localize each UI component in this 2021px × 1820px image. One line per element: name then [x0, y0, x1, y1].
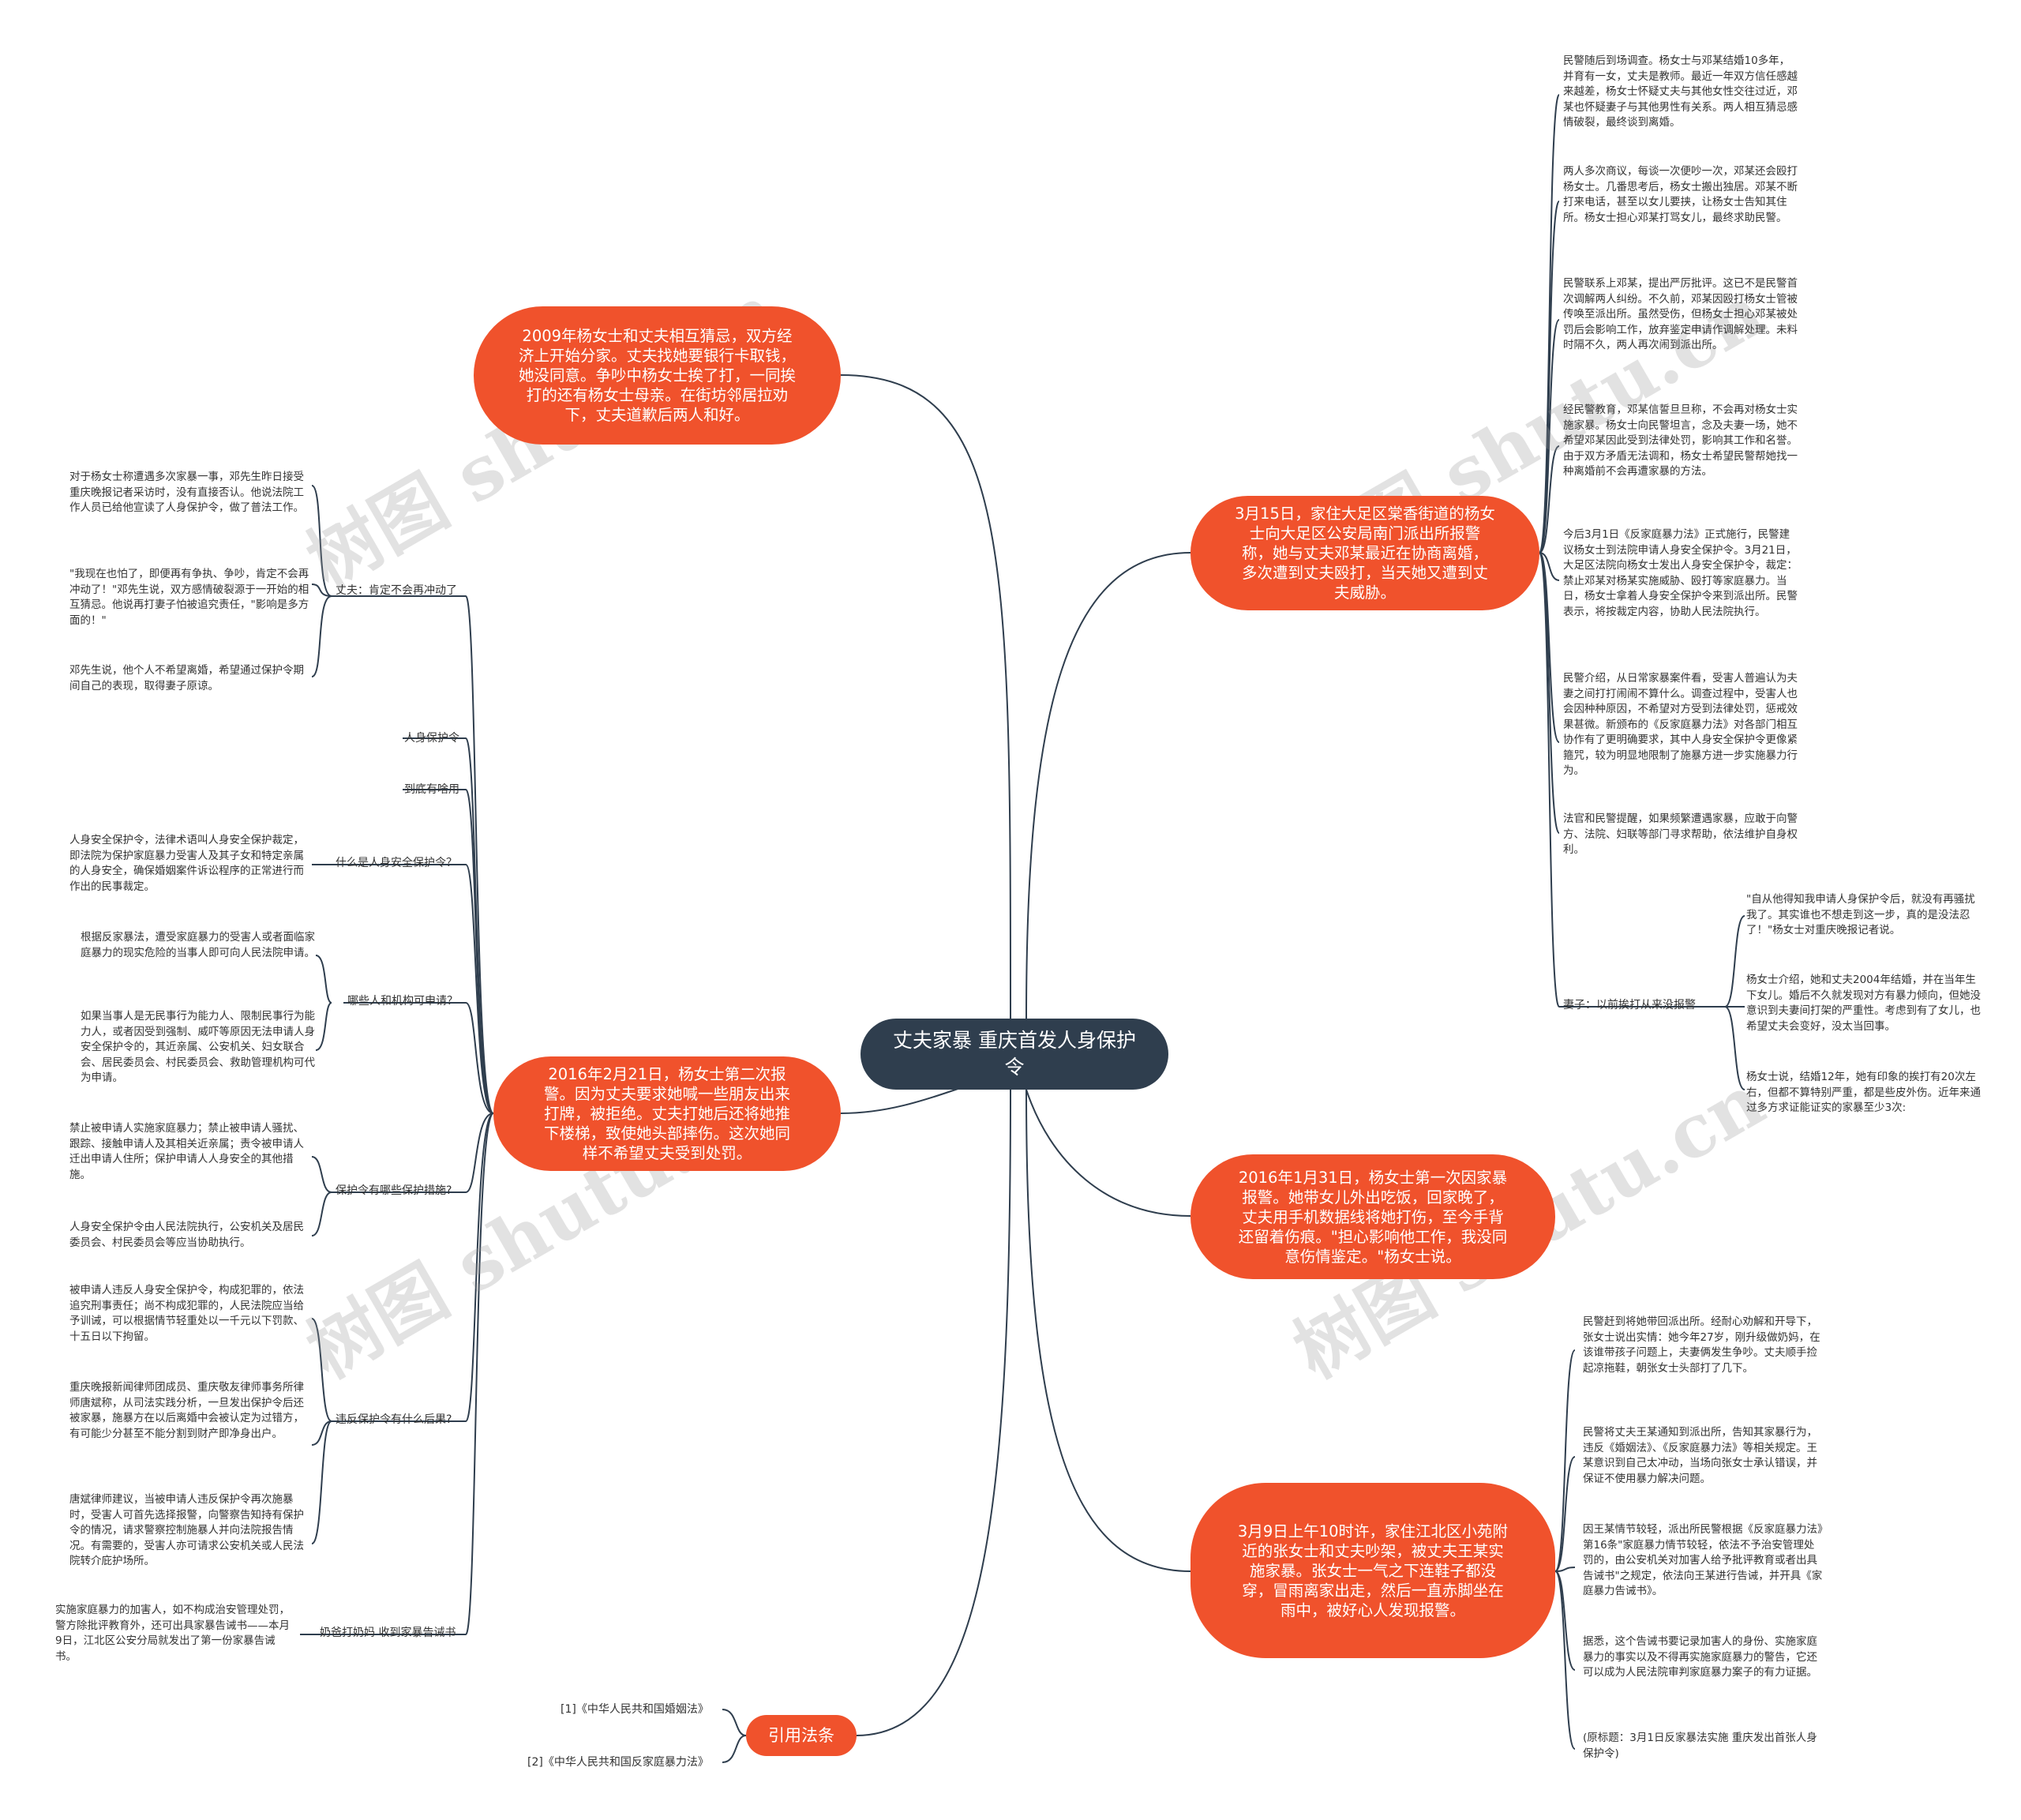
leaf-violate-3: 唐斌律师建议，当被申请人违反保护令再次施暴时，受害人可首先选择报警，向警察告知持… [69, 1493, 304, 1567]
leaf-violate-2: 重庆晚报新闻律师团成员、重庆敬友律师事务所律师唐斌称，从司法实践分析，一旦发出保… [69, 1381, 304, 1440]
leaf-violate-1: 被申请人违反人身安全保护令，构成犯罪的，依法追究刑事责任；尚不构成犯罪的，人民法… [69, 1284, 304, 1343]
sub-label-husband[interactable]: 丈夫：肯定不会再冲动了 [336, 584, 457, 597]
leaf-measure-2: 人身安全保护令由人民法院执行，公安机关及居民委员会、村民委员会等应当协助执行。 [69, 1221, 304, 1249]
leaf-b6-3: 因王某情节较轻，派出所民警根据《反家庭暴力法》第16条"家庭暴力情节较轻，依法不… [1583, 1523, 1823, 1597]
link-b3 [856, 1089, 1011, 1736]
sub-label-protect-order[interactable]: 人身保护令 [404, 732, 459, 745]
branch-node-march15[interactable]: 3月15日，家住大足区棠香街道的杨女士向大足区公安局南门派出所报警称，她与丈夫邓… [1190, 496, 1539, 610]
leaf-b6-5: (原标题：3月1日反家暴法实施 重庆发出首张人身保护令) [1583, 1732, 1817, 1760]
law-item-marriage[interactable]: [1]《中华人民共和国婚姻法》 [561, 1703, 709, 1716]
leaf-husband-3: 邓先生说，他个人不希望离婚，希望通过保护令期间自己的表现，取得妻子原谅。 [69, 664, 304, 692]
leaf-b4-5: 今后3月1日《反家庭暴力法》正式施行，民警建议杨女士到法院申请人身安全保护令。3… [1563, 528, 1798, 618]
leaf-wife-3: 杨女士说，结婚12年，她有印象的挨打有20次左右，但都不算特别严重，都是些皮外伤… [1746, 1071, 1981, 1114]
leaf-who-1: 根据反家暴法，遭受家庭暴力的受害人或者面临家庭暴力的现实危险的当事人即可向人民法… [81, 931, 315, 959]
leaf-b4-3: 民警联系上邓某，提出严厉批评。这已不是民警首次调解两人纠纷。不久前，邓某因殴打杨… [1563, 277, 1798, 351]
sub-label-wife[interactable]: 妻子：以前挨打从来没报警 [1563, 999, 1696, 1011]
leaf-b4-2: 两人多次商议，每谈一次便吵一次，邓某还会殴打杨女士。几番思考后，杨女士搬出独居。… [1563, 165, 1798, 224]
leaf-b6-1: 民警赶到将她带回派出所。经耐心劝解和开导下，张女士说出实情：她今年27岁，刚升级… [1583, 1315, 1820, 1375]
leaf-husband-2: "我现在也怕了，即便再有争执、争吵，肯定不会再冲动了！"邓先生说，双方感情破裂源… [69, 568, 309, 627]
link-b6 [1025, 1089, 1191, 1572]
branch-node-2009[interactable]: 2009年杨女士和丈夫相互猜忌，双方经济上开始分家。丈夫找她要银行卡取钱，她没同… [474, 306, 841, 445]
leaf-measure-1: 禁止被申请人实施家庭暴力；禁止被申请人骚扰、跟踪、接触申请人及其相关近亲属；责令… [69, 1122, 304, 1181]
link-b4 [1025, 552, 1191, 1019]
sub-label-measures[interactable]: 保护令有哪些保护措施? [336, 1184, 452, 1197]
leaf-wife-2: 杨女士介绍，她和丈夫2004年结婚，并在当年生下女儿。婚后不久就发现对方有暴力倾… [1746, 974, 1981, 1033]
link-b1 [840, 374, 1011, 1019]
sub-label-what-is[interactable]: 什么是人身安全保护令？ [336, 857, 457, 869]
branch-node-march9[interactable]: 3月9日上午10时许，家住江北区小苑附近的张女士和丈夫吵架，被丈夫王某实施家暴。… [1190, 1483, 1555, 1658]
leaf-b6-4: 据悉，这个告诫书要记录加害人的身份、实施家庭暴力的事实以及不得再实施家庭暴力的警… [1583, 1635, 1817, 1679]
leaf-b6-2: 民警将丈夫王某通知到派出所，告知其家暴行为，违反《婚姻法》、《反家庭暴力法》等相… [1583, 1426, 1817, 1485]
leaf-what-is: 人身安全保护令，法律术语叫人身安全保护裁定，即法院为保护家庭暴力受害人及其子女和… [69, 834, 304, 893]
leaf-b4-1: 民警随后到场调查。杨女士与邓某结婚10多年，并育有一女，丈夫是教师。最近一年双方… [1563, 54, 1798, 129]
sub-label-warning-letter[interactable]: 奶爸打奶妈 收到家暴告诫书 [320, 1627, 456, 1639]
sub-label-who-apply[interactable]: 哪些人和机构可申请？ [347, 995, 458, 1008]
sub-label-what-use[interactable]: 到底有啥用 [404, 783, 459, 796]
branch-node-second-report[interactable]: 2016年2月21日，杨女士第二次报警。因为丈夫要求她喊一些朋友出来打牌，被拒绝… [493, 1056, 841, 1171]
leaf-b4-6: 民警介绍，从日常家暴案件看，受害人普遍认为夫妻之间打打闹闹不算什么。调查过程中，… [1563, 672, 1798, 777]
law-item-domestic-violence[interactable]: [2]《中华人民共和国反家庭暴力法》 [527, 1756, 709, 1769]
sub-label-violate[interactable]: 违反保护令有什么后果? [336, 1413, 452, 1426]
link-b5 [1025, 1089, 1191, 1217]
leaf-b4-4: 经民警教育，邓某信誓旦旦称，不会再对杨女士实施家暴。杨女士向民警坦言，念及夫妻一… [1563, 403, 1798, 478]
branch-node-law-citations[interactable]: 引用法条 [746, 1715, 857, 1756]
branch-node-first-report[interactable]: 2016年1月31日，杨女士第一次因家暴报警。她带女儿外出吃饭，回家晚了，丈夫用… [1190, 1154, 1555, 1279]
leaf-warning-letter: 实施家庭暴力的加害人，如不构成治安管理处罚，警方除批评教育外，还可出具家暴告诫书… [55, 1604, 290, 1663]
central-topic[interactable]: 丈夫家暴 重庆首发人身保护令 [861, 1019, 1168, 1090]
leaf-b4-7: 法官和民警提醒，如果频繁遭遇家暴，应敢于向警方、法院、妇联等部门寻求帮助，依法维… [1563, 812, 1798, 856]
leaf-husband-1: 对于杨女士称遭遇多次家暴一事，邓先生昨日接受重庆晚报记者采访时，没有直接否认。他… [69, 471, 304, 514]
leaf-who-2: 如果当事人是无民事行为能力人、限制民事行为能力人，或者因受到强制、威吓等原因无法… [81, 1010, 315, 1084]
leaf-wife-1: "自从他得知我申请人身保护令后，就没有再骚扰我了。其实谁也不想走到这一步，真的是… [1746, 893, 1975, 936]
